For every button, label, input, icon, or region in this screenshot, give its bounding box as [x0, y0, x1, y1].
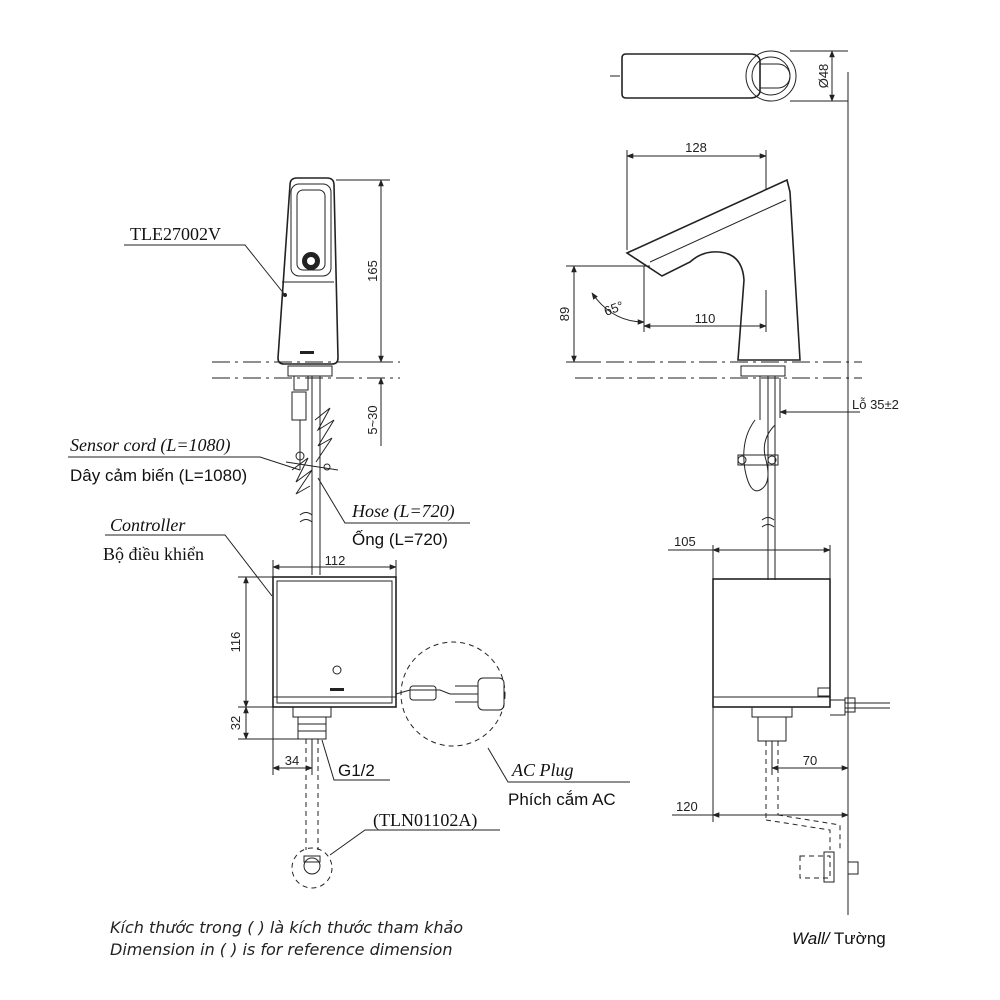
- dim-diameter: Ø48: [816, 64, 831, 89]
- dim-spout-height: 89: [557, 307, 572, 321]
- label-ac-plug-vi: Phích cắm AC: [508, 790, 616, 809]
- label-wall: Wall/ Tường: [792, 929, 886, 948]
- dim-controller-depth: 105: [674, 534, 696, 549]
- dim-spout-to-center: 110: [695, 311, 716, 326]
- label-ac-plug-en: AC Plug: [511, 760, 574, 780]
- controller-front: [272, 576, 397, 708]
- dim-wall-to-controller: 120: [676, 799, 698, 814]
- dim-wall-offset: 70: [803, 753, 817, 768]
- front-view: 165 5~30 112 116 32 34 TLE27002V Sen: [68, 177, 630, 889]
- dim-controller-width: 112: [325, 553, 346, 568]
- note-line-vi: Kích thước trong ( ) là kích thước tham …: [110, 918, 463, 937]
- note-line-en: Dimension in ( ) is for reference dimens…: [110, 940, 452, 959]
- label-sensor-cord-vi: Dây cảm biến (L=1080): [70, 466, 247, 485]
- dim-faucet-height: 165: [365, 260, 380, 282]
- label-sensor-cord-en: Sensor cord (L=1080): [70, 435, 230, 456]
- dim-outlet-offset: 34: [285, 753, 299, 768]
- faucet-front: [277, 177, 339, 365]
- dim-angle: 65°: [602, 298, 626, 319]
- dim-mount-range: 5~30: [365, 405, 380, 434]
- faucet-top-view: [610, 50, 797, 102]
- label-wall-vi: Tường: [829, 929, 885, 948]
- label-model-code: TLE27002V: [130, 224, 221, 244]
- label-wall-en: Wall/: [792, 929, 832, 948]
- label-thread: G1/2: [338, 761, 375, 780]
- controller-side: [712, 578, 831, 708]
- side-view: Ø48: [557, 50, 899, 948]
- dim-spout-reach: 128: [685, 140, 707, 155]
- faucet-side: [625, 178, 801, 361]
- label-controller-en: Controller: [110, 515, 186, 535]
- label-valve-code: (TLN01102A): [373, 810, 477, 831]
- label-hose-vi: Ống (L=720): [352, 529, 448, 549]
- dim-bottom-height: 32: [228, 716, 243, 730]
- label-controller-vi: Bộ điều khiển: [103, 544, 204, 564]
- label-hose-en: Hose (L=720): [351, 501, 455, 522]
- dim-controller-height: 116: [228, 632, 243, 653]
- label-hole: Lỗ 35±2: [852, 397, 899, 412]
